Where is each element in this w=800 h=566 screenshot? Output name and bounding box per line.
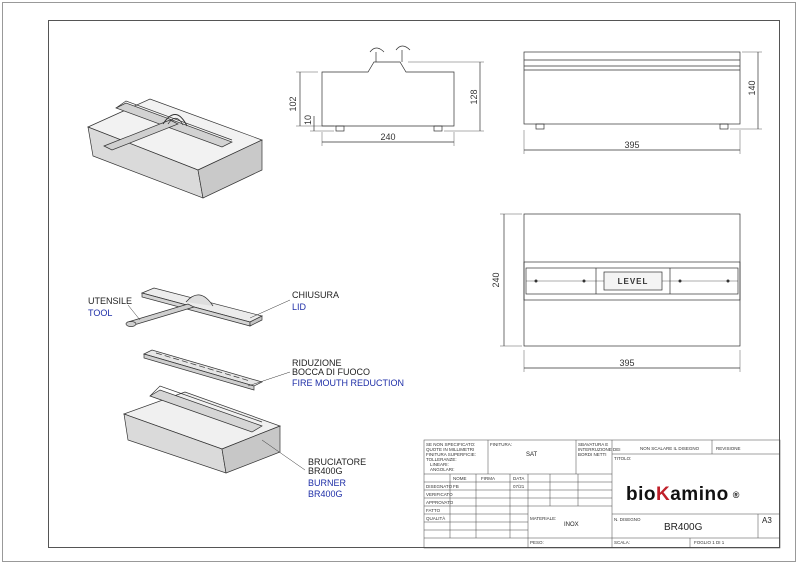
logo-k: K bbox=[656, 484, 671, 505]
title-label: TITOLO: bbox=[614, 456, 632, 461]
side-view bbox=[523, 51, 762, 154]
screw-3 bbox=[678, 279, 682, 283]
logo-bio: bio bbox=[626, 484, 656, 505]
logo-registered: ® bbox=[732, 490, 740, 500]
biokamino-logo: bioKamino® bbox=[626, 484, 740, 506]
row-disegnato: DISEGNATO bbox=[426, 484, 453, 489]
level-plate-label: LEVEL bbox=[618, 277, 649, 286]
callout-lid: LID bbox=[292, 302, 307, 312]
callout-br400g-en: BR400G bbox=[308, 489, 343, 499]
note-2: QUOTE IN MILLIMETRI bbox=[426, 447, 475, 452]
callout-chiusura: CHIUSURA bbox=[292, 290, 340, 300]
iso-fire-mouth-reduction bbox=[143, 349, 263, 391]
callout-br400g-it: BR400G bbox=[308, 466, 343, 476]
deburr-2: INTERRUZIONE DEI bbox=[578, 447, 621, 452]
side-view-dims: 140 395 bbox=[624, 80, 757, 150]
note-5: LINEARI: bbox=[430, 462, 449, 467]
dim-side-width: 395 bbox=[624, 140, 639, 150]
dim-top-height: 240 bbox=[491, 272, 501, 287]
revision-label: REVISIONE bbox=[716, 446, 741, 451]
row-qualita: QUALITÀ bbox=[426, 516, 446, 521]
logo-amino: amino bbox=[670, 484, 729, 505]
dim-side-height: 140 bbox=[747, 80, 757, 95]
front-view bbox=[296, 45, 484, 146]
sheet-size: A3 bbox=[762, 516, 772, 525]
callout-tool: TOOL bbox=[88, 308, 113, 318]
col-date: DATA bbox=[513, 476, 525, 481]
top-view-details: LEVEL 240 395 bbox=[491, 272, 730, 368]
deburr-1: SBAVATURA E bbox=[578, 442, 609, 447]
row-approvato: APPROVATO bbox=[426, 500, 454, 505]
iso-assembled-view bbox=[87, 98, 263, 199]
weight-label: PESO: bbox=[530, 540, 544, 545]
col-name: NOME bbox=[453, 476, 467, 481]
finish-label: FINITURA: bbox=[490, 442, 512, 447]
scale-label: SCALA: bbox=[614, 540, 631, 545]
screw-2 bbox=[582, 279, 586, 283]
screw-1 bbox=[534, 279, 538, 283]
dim-front-height: 102 bbox=[288, 96, 298, 111]
row-fatto: FATTO bbox=[426, 508, 441, 513]
dim-front-feet: 10 bbox=[303, 115, 313, 125]
row-verificato: VERIFICATO bbox=[426, 492, 453, 497]
dim-front-top: 128 bbox=[469, 89, 479, 104]
note-4: TOLLERANZE: bbox=[426, 457, 457, 462]
title-block-grid bbox=[423, 439, 781, 549]
callout-riduzione: RIDUZIONE bbox=[292, 358, 342, 368]
finish-value: SAT bbox=[526, 452, 538, 458]
drawn-by: FB bbox=[453, 484, 459, 489]
iso-lid-tool bbox=[125, 287, 263, 327]
note-3: FINITURA SUPERFICIE: bbox=[426, 452, 477, 457]
iso-burner-body bbox=[122, 385, 281, 474]
col-sign: FIRMA bbox=[481, 476, 495, 481]
callout-fire-mouth-reduction: FIRE MOUTH REDUCTION bbox=[292, 378, 404, 388]
drawing-number: BR400G bbox=[664, 522, 703, 533]
drawing-no-label: N. DISEGNO bbox=[614, 517, 641, 522]
front-view-dims: 102 10 128 240 bbox=[288, 89, 479, 142]
note-6: ANGOLARI: bbox=[430, 467, 455, 472]
dim-front-width: 240 bbox=[380, 132, 395, 142]
deburr-3: BORDI NETTI bbox=[578, 452, 607, 457]
dim-top-width: 395 bbox=[619, 358, 634, 368]
leader-lines bbox=[127, 299, 306, 471]
sheet-count: FOGLIO 1 DI 1 bbox=[694, 540, 725, 545]
top-view bbox=[500, 213, 741, 372]
material-value: INOX bbox=[564, 522, 579, 528]
material-label: MATERIALE: bbox=[530, 516, 557, 521]
screw-4 bbox=[726, 279, 730, 283]
callout-bocca-di-fuoco: BOCCA DI FUOCO bbox=[292, 367, 371, 377]
callout-utensile: UTENSILE bbox=[88, 296, 133, 306]
drawn-date: 07/21 bbox=[513, 484, 525, 489]
callout-bruciatore: BRUCIATORE bbox=[308, 457, 367, 467]
no-scale-note: NON SCALARE IL DISEGNO bbox=[640, 446, 700, 451]
callout-burner: BURNER bbox=[308, 478, 347, 488]
note-1: SE NON SPECIFICATO: bbox=[426, 442, 476, 447]
drawing-frame bbox=[48, 20, 780, 548]
